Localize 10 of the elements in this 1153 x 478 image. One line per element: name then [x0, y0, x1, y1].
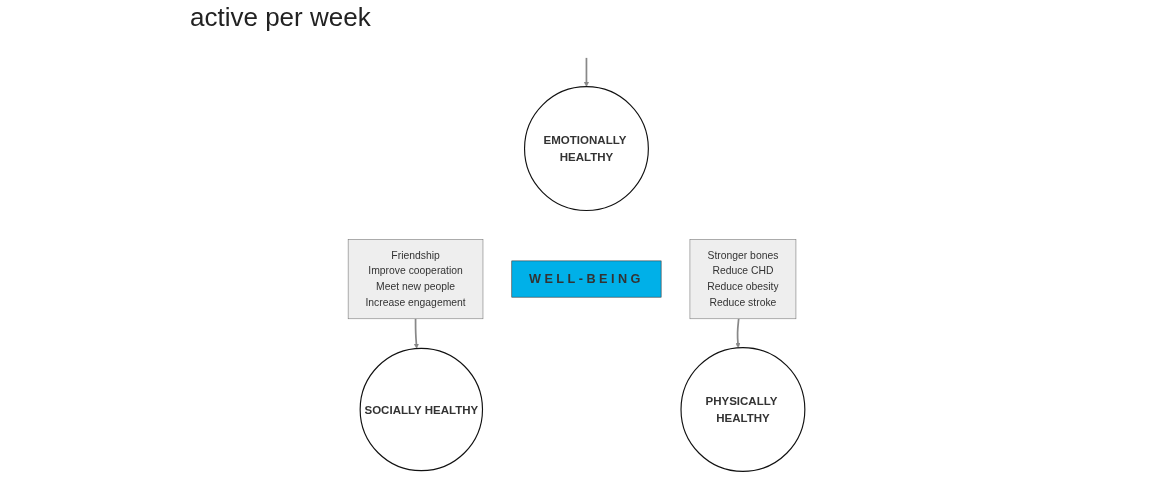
- node-circle: SOCIALLY HEALTHY: [359, 347, 484, 472]
- arrow: [735, 317, 741, 348]
- node-box: Stronger bones Reduce CHD Reduce obesity Reduce stroke: [689, 239, 797, 320]
- arrow: [413, 317, 419, 349]
- node-circle: PHYSICALLY HEALTHY: [680, 347, 806, 472]
- node-circle: EMOTIONALLY HEALTHY: [523, 86, 649, 212]
- node-box: WELL-BEING: [511, 260, 662, 298]
- arrow: [583, 57, 589, 87]
- node-box: Friendship Improve cooperation Meet new people Increase engagement: [347, 239, 484, 320]
- note-text: active per week: [190, 2, 371, 33]
